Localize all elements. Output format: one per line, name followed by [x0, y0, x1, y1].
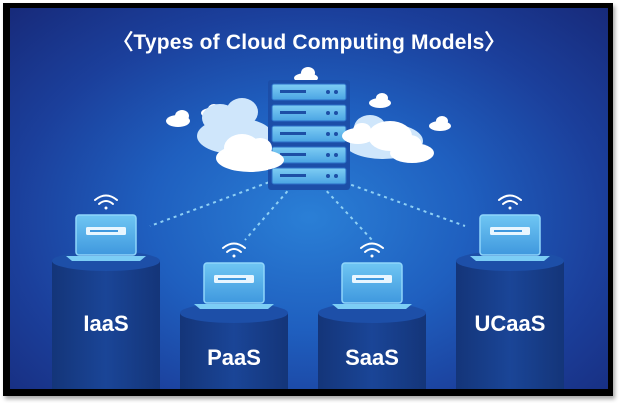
model-label-iaas: IaaS — [83, 311, 129, 336]
connection-line-ucaas — [337, 179, 466, 227]
laptop-icon — [66, 214, 146, 261]
cloud-icon — [166, 110, 190, 127]
wifi-icon — [498, 194, 522, 210]
diagram-panel: 〈Types of Cloud Computing Models〉 — [10, 8, 608, 389]
connection-line-saas — [321, 185, 373, 241]
connection-lines — [149, 179, 466, 241]
cloud-icon — [369, 93, 391, 108]
pillar-iaas — [52, 251, 160, 389]
model-label-saas: SaaS — [345, 345, 399, 370]
model-label-ucaas: UCaaS — [474, 311, 546, 336]
connection-line-paas — [244, 185, 293, 241]
server-rack-icon — [268, 80, 350, 190]
wifi-icon — [94, 194, 118, 210]
cloud-icon — [429, 116, 451, 131]
diagram-canvas — [52, 67, 564, 389]
diagram-title: 〈Types of Cloud Computing Models〉 — [112, 31, 506, 54]
laptop-icon — [194, 262, 274, 309]
laptop-icon — [332, 262, 412, 309]
cloud-icon — [224, 123, 374, 171]
wifi-icon — [222, 242, 246, 258]
cloud-icon — [343, 115, 434, 163]
wifi-icon — [360, 242, 384, 258]
laptop-icon — [470, 214, 550, 261]
connection-line-iaas — [149, 179, 276, 227]
model-label-paas: PaaS — [207, 345, 261, 370]
